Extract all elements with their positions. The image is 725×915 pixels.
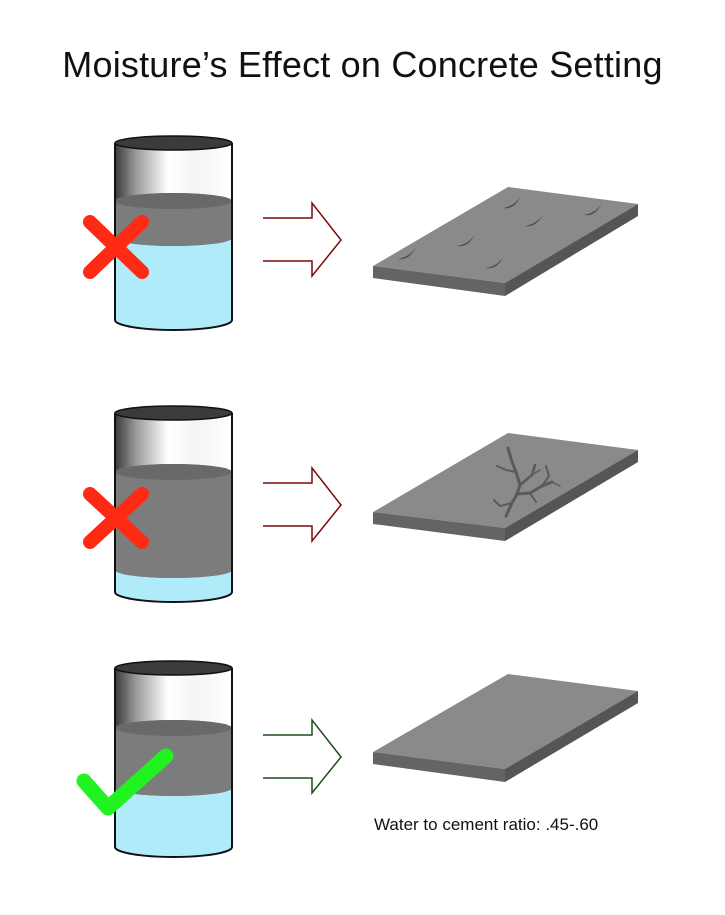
check-mark-icon (76, 748, 174, 816)
cylinder-excess-water (114, 135, 233, 331)
slab-surface-pits (373, 187, 638, 296)
x-mark-icon (83, 487, 149, 549)
water-cement-ratio-note: Water to cement ratio: .45-.60 (374, 815, 599, 834)
cylinder-low-water (114, 405, 233, 603)
arrow-icon (263, 200, 342, 279)
arrow-icon (263, 717, 342, 796)
slab-cracked (373, 433, 638, 541)
arrow-icon (263, 465, 342, 544)
x-mark-icon (83, 215, 149, 279)
row-2 (83, 405, 638, 603)
row-1 (83, 135, 638, 331)
page-title: Moisture’s Effect on Concrete Setting (62, 44, 663, 85)
cylinder-correct-water (114, 660, 233, 858)
slab-smooth (373, 674, 638, 782)
row-3 (76, 660, 638, 858)
